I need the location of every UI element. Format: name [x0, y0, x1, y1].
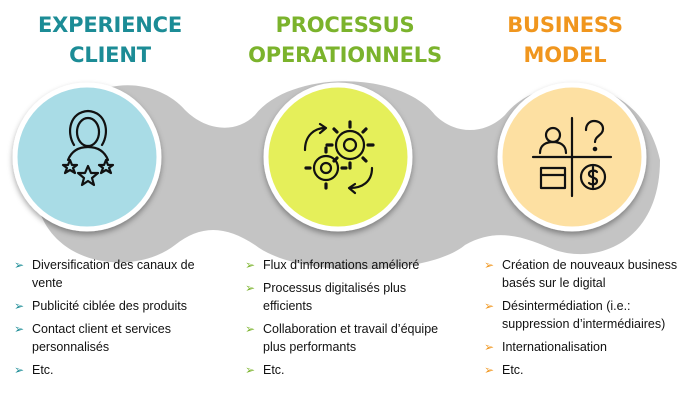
title-line-1: EXPERIENCE — [38, 13, 182, 37]
arrow-bullet-icon: ➢ — [484, 363, 495, 377]
list-item: ➢Création de nouveaux business basés sur… — [484, 258, 678, 290]
title-line-1: PROCESSUS — [275, 13, 415, 37]
title-line-1: BUSINESS — [507, 13, 623, 37]
list-item: ➢Collaboration et travail d’équipe plus … — [245, 322, 439, 354]
list-item: ➢Etc. — [14, 363, 54, 377]
arrow-bullet-icon: ➢ — [14, 299, 25, 313]
list-item: ➢Processus digitalisés plus efficients — [245, 281, 407, 313]
title-line-2: MODEL — [523, 43, 607, 67]
circle-experience-client — [12, 82, 162, 232]
gears-cycle-icon — [303, 120, 375, 195]
list-item: ➢Flux d’informations amélioré — [245, 258, 420, 272]
list-item: ➢Publicité ciblée des produits — [14, 299, 187, 313]
bullets-business-model: ➢Création de nouveaux business basés sur… — [482, 256, 687, 384]
list-item: ➢Contact client et services personnalisé… — [14, 322, 171, 354]
list-item: ➢Diversification des canaux de vente — [14, 258, 195, 290]
title-business-model: BUSINESS MODEL — [455, 10, 675, 70]
list-item: ➢Internationalisation — [484, 340, 607, 354]
person-stars-icon — [61, 109, 115, 187]
list-item: ➢Etc. — [245, 363, 285, 377]
arrow-bullet-icon: ➢ — [14, 322, 25, 336]
arrow-bullet-icon: ➢ — [245, 258, 256, 272]
title-experience-client: EXPERIENCE CLIENT — [0, 10, 220, 70]
bullets-processus-operationnels: ➢Flux d’informations amélioré ➢Processus… — [243, 256, 448, 384]
arrow-bullet-icon: ➢ — [484, 299, 495, 313]
list-item: ➢Etc. — [484, 363, 524, 377]
title-line-2: OPERATIONNELS — [248, 43, 442, 67]
arrow-bullet-icon: ➢ — [245, 363, 256, 377]
bullets-experience-client: ➢Diversification des canaux de vente ➢Pu… — [12, 256, 217, 384]
arrow-bullet-icon: ➢ — [245, 322, 256, 336]
title-processus-operationnels: PROCESSUS OPERATIONNELS — [235, 10, 455, 70]
title-line-2: CLIENT — [69, 43, 151, 67]
arrow-bullet-icon: ➢ — [484, 258, 495, 272]
list-item: ➢Désintermédiation (i.e.: suppression d’… — [484, 299, 666, 331]
arrow-bullet-icon: ➢ — [14, 258, 25, 272]
business-model-grid-icon — [531, 116, 613, 198]
arrow-bullet-icon: ➢ — [245, 281, 256, 295]
arrow-bullet-icon: ➢ — [14, 363, 25, 377]
arrow-bullet-icon: ➢ — [484, 340, 495, 354]
